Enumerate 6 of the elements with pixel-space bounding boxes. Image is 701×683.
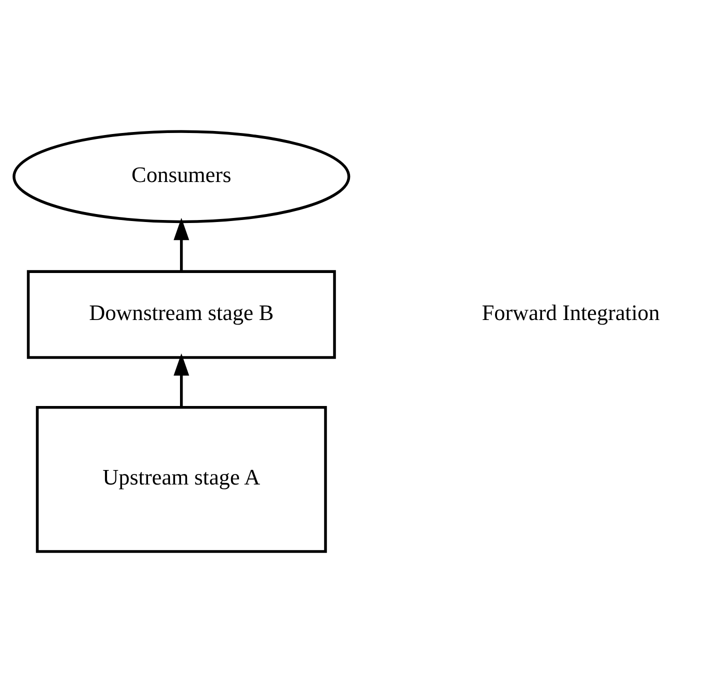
label: Forward Integration <box>482 300 660 325</box>
arrow <box>174 218 190 272</box>
node-box: Downstream stage B <box>26 270 336 359</box>
node-ellipse: Consumers <box>12 130 350 224</box>
node-box: Upstream stage A <box>36 406 327 553</box>
arrow <box>174 353 190 407</box>
